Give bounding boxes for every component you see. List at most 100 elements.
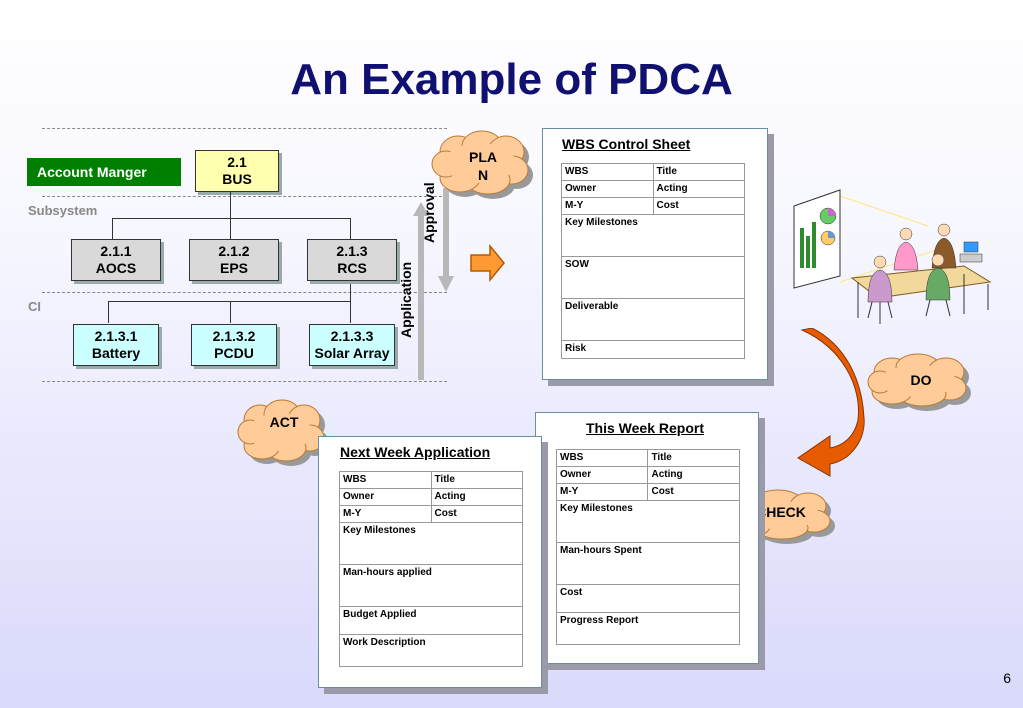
form-section: Man-hours Spent: [556, 542, 740, 585]
form-cell: Owner: [555, 466, 649, 484]
wbs-box-name: BUS: [222, 171, 252, 187]
form-cell: Acting: [647, 466, 740, 484]
form-cell: Title: [652, 163, 745, 181]
form-section: Progress Report: [556, 612, 740, 645]
form-row: Budget Applied: [339, 606, 523, 635]
form-section: SOW: [561, 256, 745, 299]
form-row: Owner Acting: [555, 466, 740, 484]
wbs-box-name: EPS: [219, 260, 248, 276]
wbs-box-subsystem: 2.1.3 RCS: [307, 239, 397, 281]
wbs-box-code: 2.1.3.1: [94, 328, 138, 344]
form-cell: Owner: [339, 488, 432, 506]
wbs-box-name: Solar Array: [314, 345, 390, 361]
connector: [350, 301, 351, 323]
wbs-box-code: 2.1.2: [218, 243, 250, 259]
sheet-form: WBS Title Owner Acting M-Y Cost Key Mile…: [339, 471, 523, 667]
this-week-report: This Week Report WBS Title Owner Acting …: [535, 412, 759, 664]
wbs-box-root: 2.1 BUS: [195, 150, 279, 192]
form-row: WBS Title: [561, 163, 745, 181]
form-cell: WBS: [561, 163, 654, 181]
wbs-control-sheet: WBS Control Sheet WBS Title Owner Acting…: [542, 128, 768, 380]
form-cell: Acting: [430, 488, 523, 506]
wbs-box-name: Battery: [91, 345, 141, 361]
application-label: Application: [398, 261, 414, 338]
connector: [230, 192, 231, 218]
account-manager-tag: Account Manger: [27, 158, 181, 186]
form-cell: Owner: [561, 180, 654, 198]
form-cell: Cost: [647, 483, 740, 501]
form-cell: M-Y: [561, 197, 654, 215]
plan-label-line2: N: [477, 167, 489, 183]
sheet-title: This Week Report: [586, 420, 704, 436]
form-section: Budget Applied: [339, 606, 523, 635]
wbs-box-item: 2.1.3.2 PCDU: [191, 324, 277, 366]
connector: [108, 301, 351, 302]
form-row: Man-hours Spent: [556, 542, 740, 585]
form-cell: Title: [430, 471, 523, 489]
form-row: M-Y Cost: [555, 483, 740, 501]
wbs-box-name: RCS: [337, 260, 367, 276]
subsystem-label: Subsystem: [28, 203, 98, 218]
wbs-box-name: AOCS: [95, 260, 137, 276]
connector: [350, 281, 351, 301]
form-row: Key Milestones: [556, 500, 740, 543]
wbs-box-subsystem: 2.1.1 AOCS: [71, 239, 161, 281]
approval-application-arrows: [413, 188, 454, 380]
act-label: ACT: [269, 414, 299, 430]
wbs-box-code: 2.1: [227, 154, 247, 170]
cloud-shape: [867, 353, 971, 411]
wbs-box-item: 2.1.3.3 Solar Array: [309, 324, 395, 366]
form-section: Key Milestones: [556, 500, 740, 543]
form-section: Man-hours applied: [339, 564, 523, 607]
wbs-box-code: 2.1.3.3: [330, 328, 374, 344]
form-cell: Cost: [652, 197, 745, 215]
form-row: Progress Report: [556, 612, 740, 645]
form-section: Key Milestones: [339, 522, 523, 565]
divider-top: [42, 128, 447, 129]
page-number: 6: [1003, 670, 1011, 686]
divider-ci: [42, 292, 447, 293]
form-row: WBS Title: [555, 449, 740, 467]
cloud-shape: [431, 130, 533, 199]
wbs-box-item: 2.1.3.1 Battery: [73, 324, 159, 366]
do-cloud: DO: [866, 352, 976, 414]
plan-label-line1: PLA: [469, 149, 497, 165]
form-row: Man-hours applied: [339, 564, 523, 607]
form-cell: WBS: [555, 449, 649, 467]
curved-arrow-icon: [797, 328, 865, 477]
plan-label: PLA N: [430, 148, 536, 184]
form-row: M-Y Cost: [339, 505, 523, 523]
form-cell: Acting: [652, 180, 745, 198]
approval-arrow: [438, 188, 454, 292]
form-cell: M-Y: [339, 505, 432, 523]
meeting-illustration-icon: [793, 189, 992, 324]
plan-cloud: PLA N: [430, 130, 536, 202]
form-row: Key Milestones: [561, 214, 745, 257]
form-row: Work Description: [339, 634, 523, 667]
form-section: Work Description: [339, 634, 523, 667]
divider-bottom: [42, 381, 447, 382]
wbs-box-code: 2.1.3.2: [212, 328, 256, 344]
ci-label: CI: [28, 299, 41, 314]
form-row: Key Milestones: [339, 522, 523, 565]
form-row: Cost: [556, 584, 740, 613]
next-week-application: Next Week Application WBS Title Owner Ac…: [318, 436, 542, 688]
orange-arrow-right-icon: [470, 244, 505, 282]
form-row: Risk: [561, 340, 745, 359]
sheet-form: WBS Title Owner Acting M-Y Cost Key Mile…: [561, 163, 745, 359]
connector: [230, 301, 231, 323]
form-cell: Cost: [430, 505, 523, 523]
wbs-box-subsystem: 2.1.2 EPS: [189, 239, 279, 281]
act-cloud: ACT: [236, 398, 332, 470]
form-row: Owner Acting: [339, 488, 523, 506]
form-row: Owner Acting: [561, 180, 745, 198]
application-arrow: [413, 202, 429, 380]
form-row: M-Y Cost: [561, 197, 745, 215]
form-row: WBS Title: [339, 471, 523, 489]
check-label: CHECK: [756, 504, 806, 520]
form-section: Deliverable: [561, 298, 745, 341]
connector: [112, 218, 350, 219]
sheet-form: WBS Title Owner Acting M-Y Cost Key Mile…: [555, 449, 740, 645]
page-title: An Example of PDCA: [290, 55, 733, 104]
connector: [350, 218, 351, 239]
